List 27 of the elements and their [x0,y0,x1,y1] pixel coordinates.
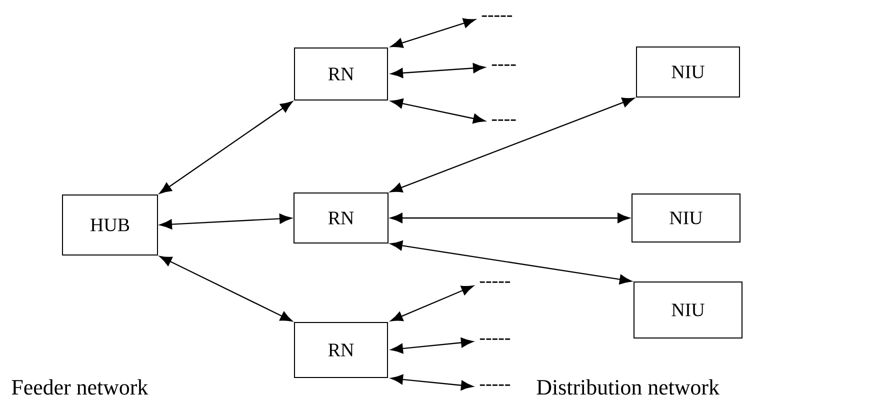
continuation-dashes: ----- [480,338,510,340]
network-box: NIU [636,46,740,98]
network-box: RN [294,192,388,244]
arrow [159,101,293,194]
continuation-dashes: ---- [492,119,516,121]
arrow [390,63,486,78]
continuation-dashes: ---- [492,64,516,66]
arrow [390,18,476,48]
arrow [390,240,632,284]
network-box: RN [294,48,388,100]
network-box: NIU [634,282,742,338]
network-label: Feeder network [12,379,148,395]
continuation-dashes: ----- [480,281,510,283]
arrow [390,98,486,124]
arrow [390,338,474,354]
arrow [390,212,630,224]
continuation-dashes: ----- [482,15,512,17]
continuation-dashes: ----- [480,384,510,386]
arrow [160,256,292,322]
network-box: HUB [62,194,158,256]
network-box: RN [294,322,388,378]
arrow [390,98,634,192]
arrow [390,374,474,390]
network-label: Distribution network [536,379,720,395]
arrow [160,214,292,230]
arrow [390,285,474,322]
network-box: NIU [632,194,740,242]
